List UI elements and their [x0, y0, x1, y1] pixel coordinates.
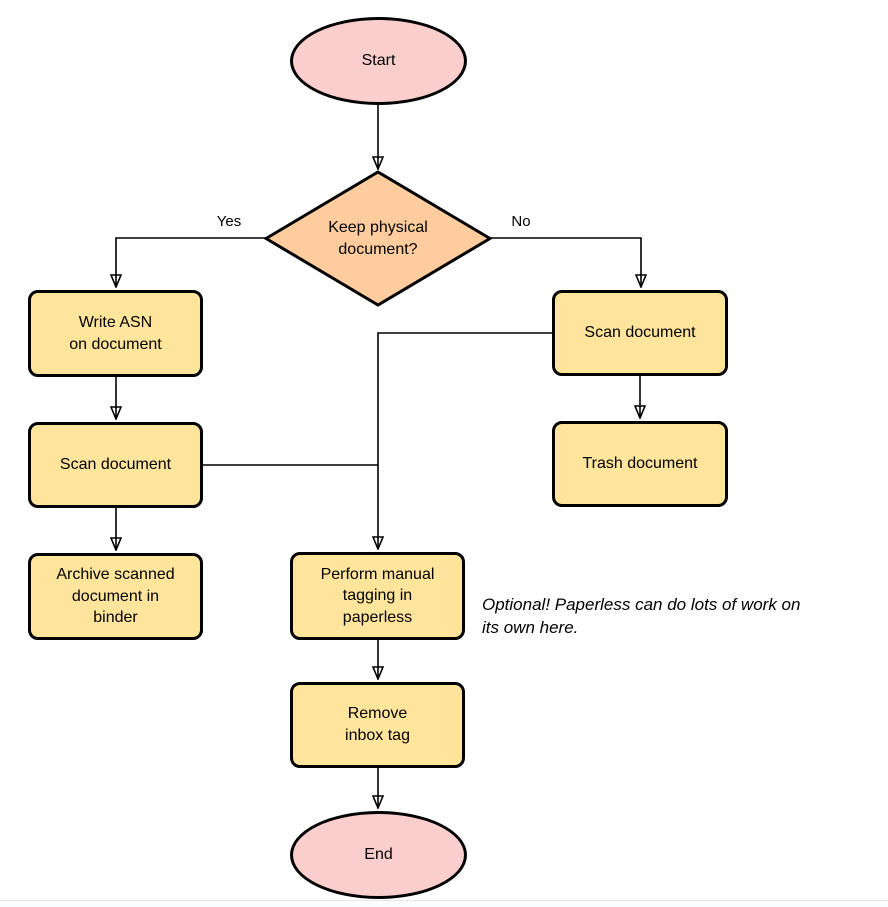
node-scan-document-left: Scan document — [28, 422, 203, 508]
node-trash-document: Trash document — [552, 421, 728, 507]
node-remove-inbox-tag: Remove inbox tag — [290, 682, 465, 768]
node-perform-tagging: Perform manual tagging in paperless — [290, 552, 465, 640]
edge-decision-yes-to-write-asn — [116, 237, 266, 287]
node-archive-binder: Archive scanned document in binder — [28, 553, 203, 640]
node-end: End — [290, 811, 467, 899]
edge-label-yes: Yes — [216, 213, 242, 230]
edge-label-no: No — [511, 213, 531, 230]
node-scan-document-right: Scan document — [552, 290, 728, 376]
node-decision: Keep physical document? — [264, 170, 492, 307]
decision-label: Keep physical document? — [328, 218, 428, 258]
node-start: Start — [290, 17, 467, 105]
page-bottom-divider — [0, 900, 888, 907]
node-write-asn: Write ASN on document — [28, 290, 203, 377]
diamond-shape — [264, 170, 492, 307]
edge-decision-no-to-scan-right — [490, 237, 641, 287]
annotation-optional-note: Optional! Paperless can do lots of work … — [482, 595, 801, 637]
edge-scan-right-to-tagging — [378, 332, 552, 549]
